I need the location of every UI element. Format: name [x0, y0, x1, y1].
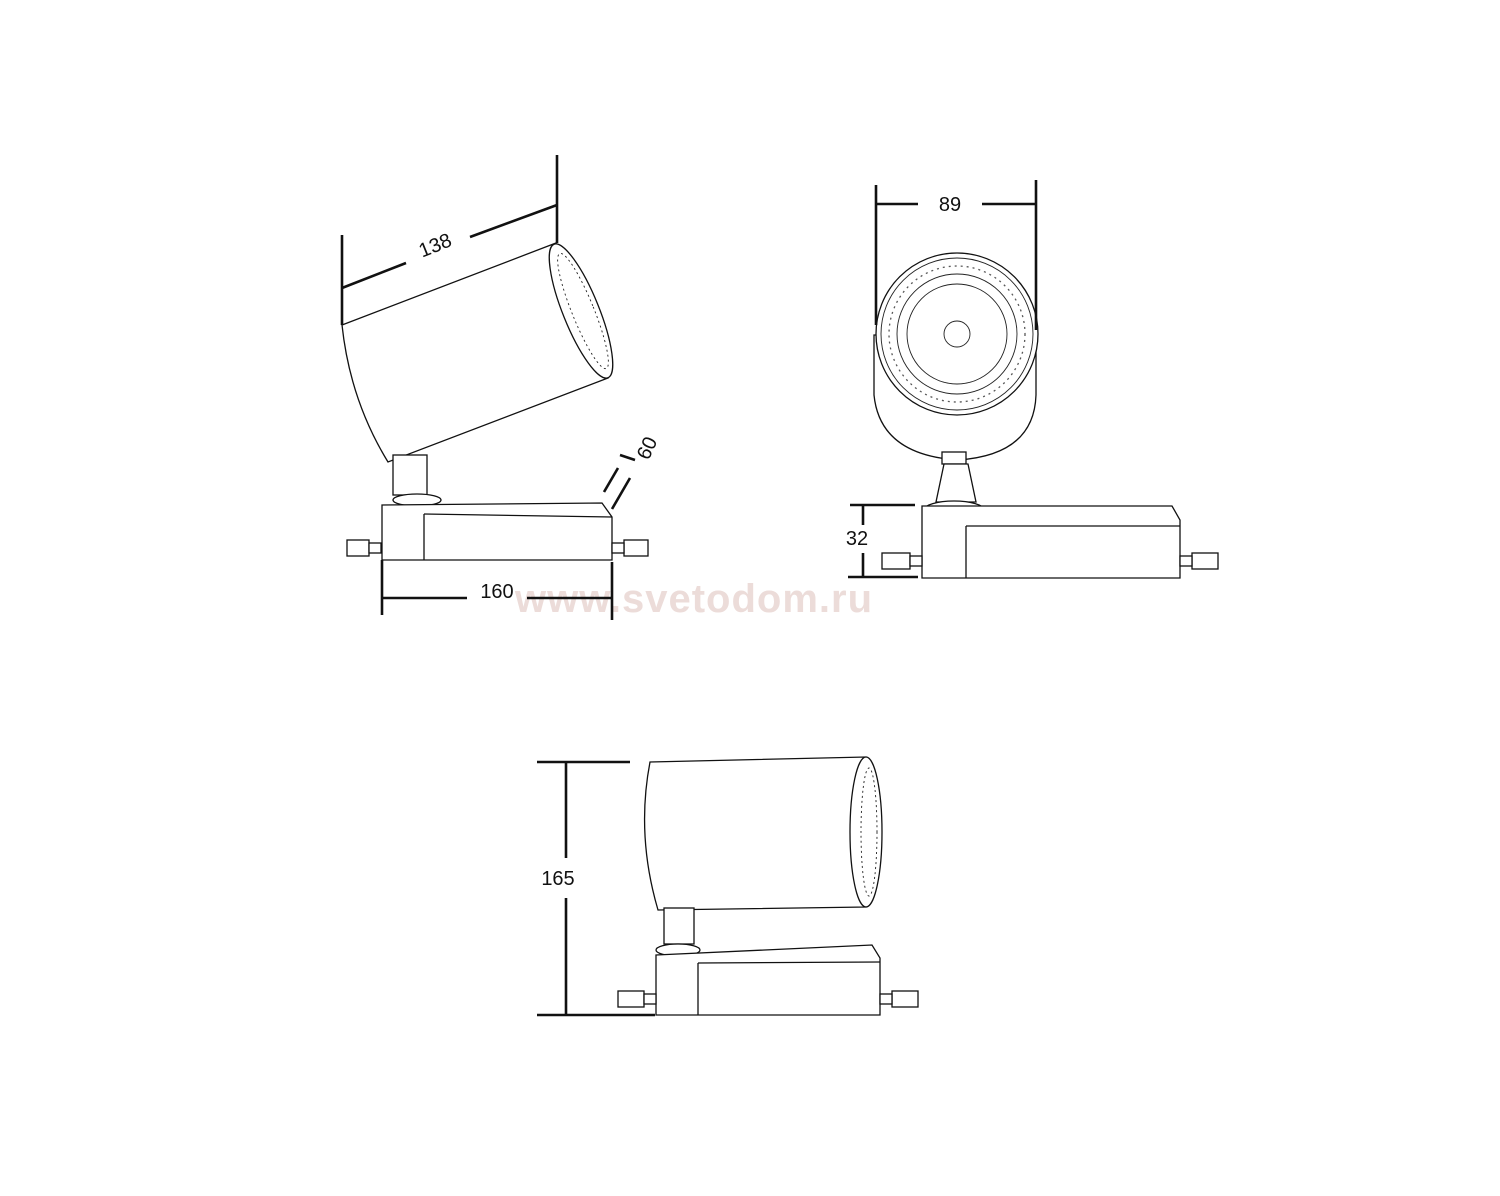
front-view: 89 32: [846, 180, 1219, 579]
track-adapter: [655, 944, 881, 1016]
dimension-165: 165: [541, 868, 574, 890]
knob-left: [881, 552, 911, 570]
side-view: 165: [537, 756, 919, 1017]
dimension-160: 160: [480, 581, 513, 603]
lens-bezel: [875, 252, 1039, 416]
track-adapter: [921, 505, 1181, 579]
knob-right: [1191, 552, 1219, 570]
knob-right: [623, 539, 649, 557]
lens-opening: [849, 756, 883, 908]
swivel-stem: [663, 907, 695, 945]
swivel-stem: [392, 454, 428, 496]
dimension-89: 89: [939, 194, 961, 216]
swivel-stem: [935, 463, 977, 503]
dimension-138: 138: [416, 229, 455, 262]
knob-right: [891, 990, 919, 1008]
knob-left: [346, 539, 370, 557]
dimension-32: 32: [846, 528, 868, 550]
knob-left: [617, 990, 645, 1008]
led-center: [943, 320, 971, 348]
angled-view: 138 60 160: [340, 155, 662, 620]
lens-opening: [548, 243, 614, 379]
dimension-60: 60: [633, 434, 662, 463]
track-adapter: [381, 502, 613, 561]
cylinder-body: [643, 756, 867, 911]
cylinder-body: [341, 242, 609, 463]
